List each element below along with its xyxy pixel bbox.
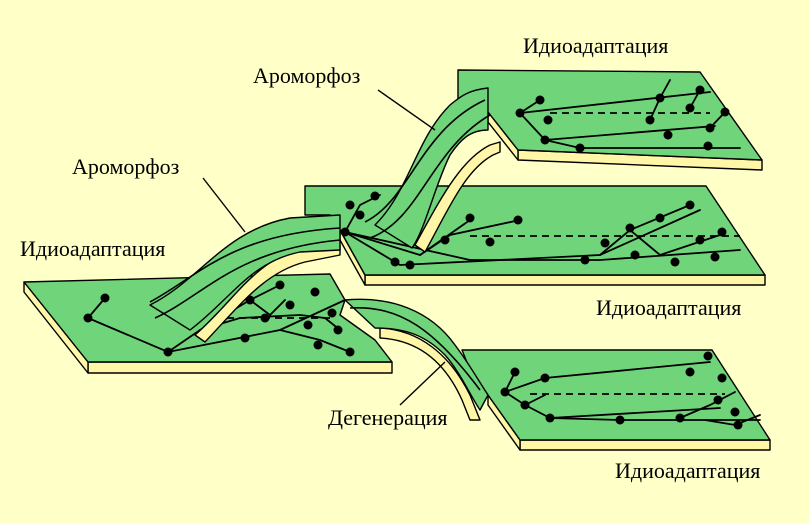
label-aromorphosis-left: Ароморфоз xyxy=(72,154,179,179)
label-idioadaptation-left: Идиоадаптация xyxy=(20,236,165,261)
label-idioadaptation-middle: Идиоадаптация xyxy=(596,295,741,320)
ribbon-aromorphosis-left xyxy=(149,214,341,343)
leader-aromorphosis-left xyxy=(202,177,246,233)
leader-aromorphosis-top xyxy=(377,89,436,131)
ribbon-aromorphosis-top xyxy=(364,87,501,253)
label-idioadaptation-bottom: Идиоадаптация xyxy=(615,458,760,483)
plate-bottom xyxy=(461,349,771,451)
label-degeneration: Дегенерация xyxy=(328,405,448,430)
leader-degeneration xyxy=(399,361,446,406)
plate-left xyxy=(23,273,393,374)
label-aromorphosis-top: Ароморфоз xyxy=(253,63,360,88)
plate-middle xyxy=(304,185,766,286)
plate-top xyxy=(457,69,763,171)
ribbon-degeneration xyxy=(344,298,489,421)
label-idioadaptation-top: Идиоадаптация xyxy=(523,33,668,58)
